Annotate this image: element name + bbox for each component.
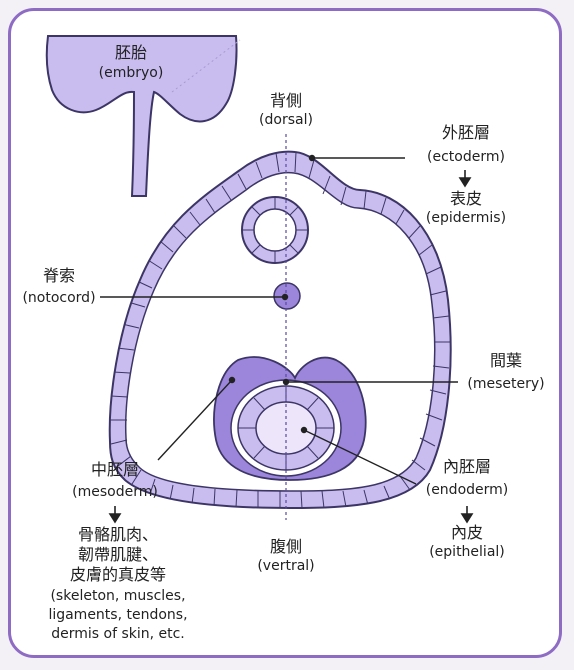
endoderm-label-zh: 內胚層	[443, 457, 491, 476]
notocord-label-zh: 脊索	[43, 266, 75, 285]
mesetery-label-zh: 間葉	[490, 351, 522, 370]
ectoderm-label-zh: 外胚層	[442, 123, 490, 142]
ventral-label-zh: 腹側	[270, 537, 302, 556]
epidermis-label-en: (epidermis)	[426, 210, 506, 226]
mesoderm-derivative-zh-1: 骨骼肌肉、	[78, 525, 158, 544]
mesoderm-derivative-zh-3: 皮膚的真皮等	[70, 565, 166, 584]
dorsal-label-zh: 背側	[270, 91, 302, 110]
epidermis-label-zh: 表皮	[450, 189, 482, 208]
mesoderm-derivative-en-1: (skeleton, muscles,	[50, 588, 185, 604]
embryo-label-en: (embryo)	[99, 65, 164, 81]
epithelial-label-zh: 內皮	[451, 523, 483, 542]
dorsal-label-en: (dorsal)	[259, 112, 313, 128]
ectoderm-label-en: (ectoderm)	[427, 149, 505, 165]
mesoderm-derivative-en-3: dermis of skin, etc.	[51, 626, 185, 642]
ventral-label-en: (vertral)	[257, 558, 314, 574]
mesoderm-label-zh: 中胚層	[91, 460, 139, 479]
mesoderm-label-en: (mesoderm)	[72, 484, 158, 500]
epithelial-label-en: (epithelial)	[429, 544, 505, 560]
embryo-label-zh: 胚胎	[115, 43, 147, 62]
mesetery-label-en: (mesetery)	[467, 376, 544, 392]
mesoderm-derivative-en-2: ligaments, tendons,	[48, 607, 187, 623]
mesoderm-derivative-zh-2: 韌帶肌腱、	[78, 545, 158, 564]
notocord-label-en: (notocord)	[22, 290, 95, 306]
neural-tube	[242, 197, 308, 263]
endoderm-label-en: (endoderm)	[426, 482, 509, 498]
